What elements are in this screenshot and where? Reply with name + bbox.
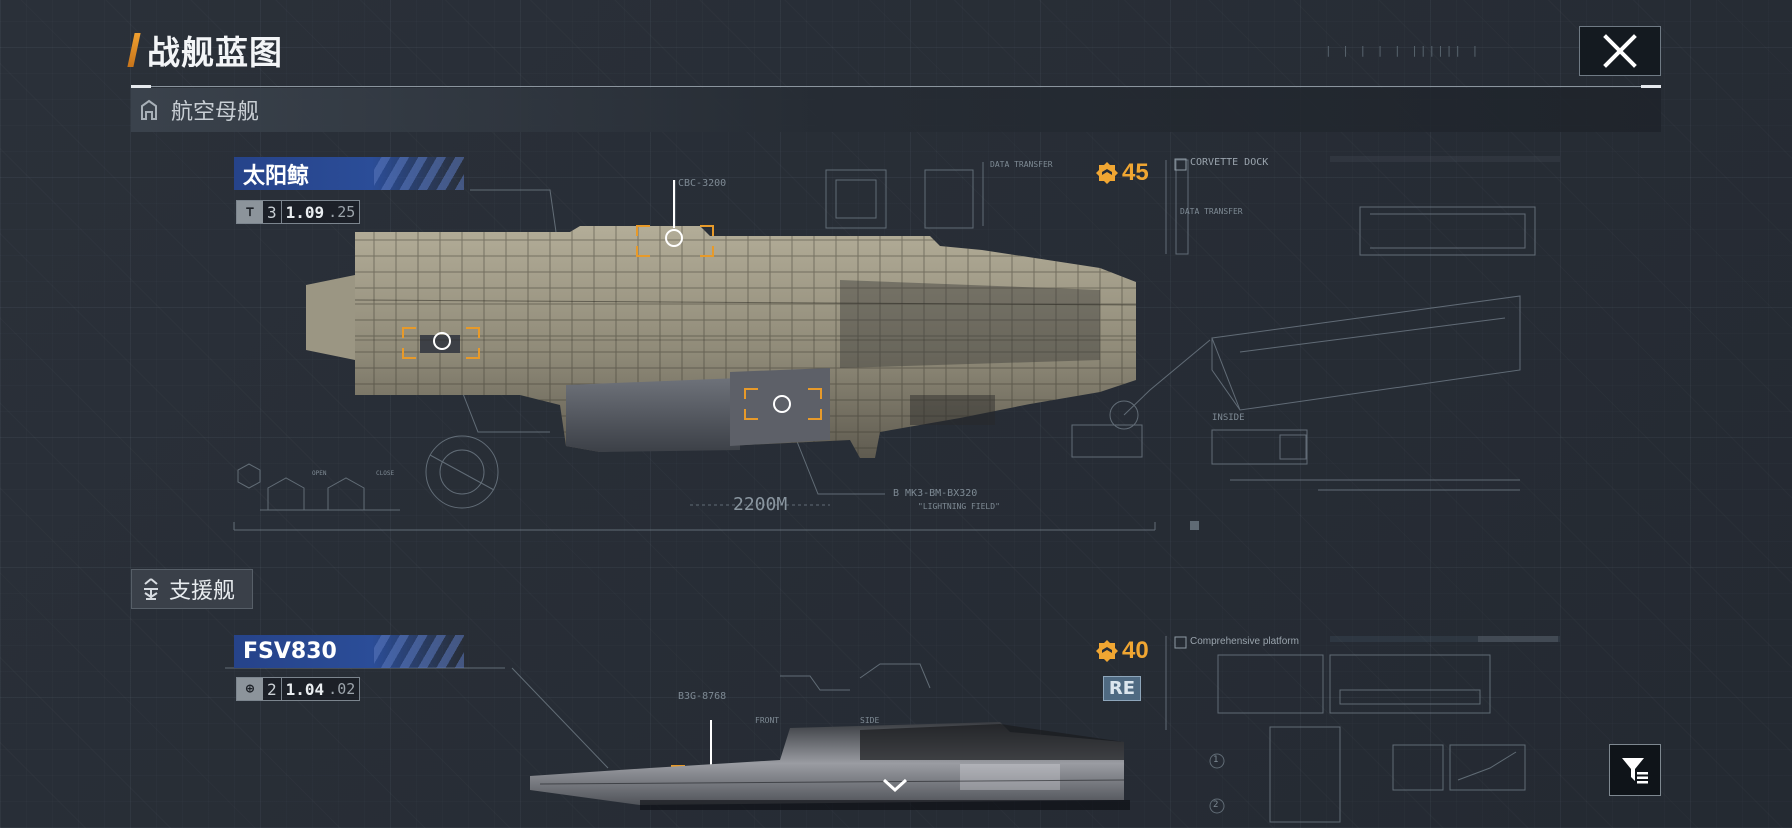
side-label: SIDE [860,716,880,725]
ship-cost: 45 [1095,159,1149,187]
ship-cost-value: 45 [1122,159,1149,186]
globe-insignia-icon: ⊕ [237,678,263,700]
marker-2: 2 [1213,800,1219,810]
ship-version-minor: .25 [328,203,356,221]
category-label: 航空母舰 [171,100,260,125]
hangar-open-label: OPEN [312,470,327,477]
chevron-down-icon[interactable] [880,776,910,796]
data-transfer-label-2: DATA TRANSFER [1180,207,1243,216]
ship-version: 1.09 [285,202,325,222]
platform-label: Comprehensive platform [1190,636,1299,647]
ship-tier: 2 [263,678,282,700]
dock-checkbox [1174,158,1187,171]
hangar-close-label: CLOSE [376,470,395,477]
marker-1: 1 [1213,755,1219,765]
support-ship-icon [144,578,158,600]
re-badge: RE [1103,676,1141,701]
filter-button[interactable] [1609,744,1661,796]
close-icon [1603,34,1637,68]
ship-version: 1.04 [285,679,325,699]
header-ticks: | | | | | |||||| | [1325,44,1481,57]
weapon-label-bottom-sub: "LIGHTNING FIELD" [918,502,1000,511]
platform-checkbox [1174,636,1187,649]
ship-cost: 40 [1095,637,1149,665]
category-bar[interactable]: 航空母舰 [131,88,1661,132]
weapon-label-bottom: B MK3-BM-BX320 [893,488,978,499]
ship-name-plate[interactable]: FSV830 [234,635,464,668]
ship-meta: ⊤ 3 1.09 .25 [236,200,361,224]
ship-name: 太阳鲸 [243,163,310,189]
hardpoint-marker [665,229,683,247]
command-point-icon [1096,162,1118,184]
header-divider-cap-left [131,85,151,88]
data-transfer-label: DATA TRANSFER [990,160,1053,169]
support-section-label: 支援舰 [169,579,236,604]
support-section-tab[interactable]: 支援舰 [131,569,253,609]
bottom-shade [640,800,1130,810]
close-button[interactable] [1579,26,1661,76]
ship-version-minor: .02 [328,680,356,698]
header-divider-cap-right [1641,85,1661,88]
hardpoint-marker [773,395,791,413]
ship-length: 2200M [733,494,788,515]
ship-name: FSV830 [243,639,337,664]
hardpoint-marker [433,332,451,350]
page-title-text: 战舰蓝图 [147,33,283,72]
front-label: FRONT [755,716,780,725]
command-point-icon [1096,640,1118,662]
weapon-label-top: CBC-3200 [678,178,727,189]
ship-meta: ⊕ 2 1.04 .02 [236,677,361,701]
header-divider [131,86,1661,87]
inside-label: INSIDE [1212,413,1245,423]
ship-cost-value: 40 [1122,637,1149,664]
ship-tier: 3 [263,201,282,223]
ship-name-plate[interactable]: 太阳鲸 [234,157,464,190]
page-title: 战舰蓝图 [127,32,283,72]
marker-square [1190,521,1199,530]
fleet-insignia-icon: ⊤ [237,201,263,223]
weapon-label-top: B3G-8768 [678,691,727,702]
dock-label: CORVETTE DOCK [1190,157,1269,168]
carrier-class-icon [141,99,157,120]
filter-icon [1622,758,1648,784]
